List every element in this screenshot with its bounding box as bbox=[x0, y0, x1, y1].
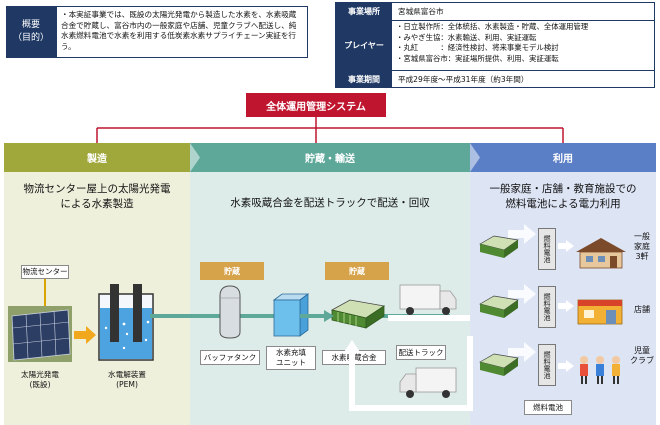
player-row: プレイヤー 日立製作所：全体統括、水素製造・貯蔵、全体運用管理 みやぎ生協：水素… bbox=[336, 21, 654, 71]
period-row: 事業期間 平成29年度～平成31年度（約3年間） bbox=[336, 71, 654, 88]
player-key: プレイヤー bbox=[336, 21, 392, 70]
solar-panel-icon bbox=[8, 306, 72, 362]
buffer-tank-label: バッファタンク bbox=[200, 350, 260, 365]
usage-caption-line1: 一般家庭・店舗・教育施設での bbox=[489, 183, 637, 195]
fuelcell-to-store-arrow bbox=[558, 300, 574, 312]
alloy-container-icon bbox=[330, 299, 386, 329]
location-row: 事業場所 宮城県富谷市 bbox=[336, 3, 654, 21]
section-arrows bbox=[190, 143, 480, 172]
fill-unit-label-line1: 水素充填 bbox=[276, 348, 306, 357]
usage-caption: 一般家庭・店舗・教育施設での 燃料電池による電力利用 bbox=[470, 182, 656, 212]
period-value: 平成29年度～平成31年度（約3年間） bbox=[398, 75, 529, 84]
overview-label-line2: （目的） bbox=[12, 33, 49, 43]
overview-bullet: 本実証事業では、既設の太陽光発電から製造した水素を、水素吸蔵合金で貯蔵し、富谷市… bbox=[61, 10, 303, 52]
fuelcell-to-house-arrow bbox=[558, 240, 574, 252]
player-item: 宮城県富谷市：実証場所提供、利用、実証運転 bbox=[396, 54, 588, 65]
electrolyzer-label: 水電解装置 (PEM) bbox=[94, 370, 160, 390]
store-icon bbox=[577, 299, 623, 325]
storage-tag-2: 貯蔵 bbox=[325, 262, 389, 280]
storage-tag-1: 貯蔵 bbox=[200, 262, 264, 280]
production-caption-line1: 物流センター屋上の太陽光発電 bbox=[23, 183, 171, 195]
fuel-cell-unit-3-label: 燃料電池 bbox=[543, 351, 551, 379]
electrolyzer-label-line1: 水電解装置 bbox=[108, 370, 146, 379]
logistics-center-label: 物流センター bbox=[21, 265, 69, 279]
buffer-tank-icon bbox=[219, 285, 241, 339]
destination-club-label: 児童 クラブ bbox=[628, 346, 656, 366]
usage-caption-line2: 燃料電池による電力利用 bbox=[505, 198, 621, 210]
solar-label-line1: 太陽光発電 bbox=[21, 370, 59, 379]
children-icon bbox=[580, 356, 620, 384]
storage-caption: 水素吸蔵合金を配送トラックで配送・回収 bbox=[230, 197, 430, 209]
destination-home-line3: 3軒 bbox=[635, 252, 649, 261]
production-caption-line2: による水素製造 bbox=[60, 198, 134, 210]
destination-home-line1: 一般 bbox=[634, 232, 650, 241]
section-production-bar: 製造 bbox=[4, 143, 190, 172]
fuel-cell-unit-1-label: 燃料電池 bbox=[543, 235, 551, 263]
solar-label-line2: (既設) bbox=[29, 380, 51, 389]
center-pointer-line bbox=[44, 279, 46, 309]
house-icon bbox=[576, 238, 626, 269]
solar-label: 太陽光発電 (既設) bbox=[10, 370, 70, 390]
fuelcell-to-club-arrow bbox=[558, 360, 574, 372]
player-list: 日立製作所：全体統括、水素製造・貯蔵、全体運用管理 みやぎ生協：水素輸送、利用、… bbox=[392, 21, 588, 70]
production-area bbox=[4, 172, 190, 425]
destination-club-line1: 児童 bbox=[634, 346, 650, 355]
electrolyzer-icon bbox=[98, 284, 154, 361]
fuel-cell-unit-1: 燃料電池 bbox=[538, 228, 556, 270]
overview-text: 本実証事業では、既設の太陽光発電から製造した水素を、水素吸蔵合金で貯蔵し、富谷市… bbox=[56, 6, 308, 58]
solar-to-pem-arrow bbox=[74, 326, 96, 344]
system-connector-lines bbox=[96, 116, 564, 143]
section-usage-bar: 利用 bbox=[470, 143, 656, 172]
project-info-table: 事業場所 宮城県富谷市 プレイヤー 日立製作所：全体統括、水素製造・貯蔵、全体運… bbox=[335, 2, 655, 88]
alloy-to-fuelcell-icon-3 bbox=[479, 342, 536, 376]
destination-store-label: 店舗 bbox=[634, 305, 650, 314]
delivery-truck-label: 配送トラック bbox=[396, 345, 446, 360]
delivery-truck-icon-lower bbox=[399, 367, 457, 398]
destination-club-line2: クラブ bbox=[630, 356, 654, 365]
location-value: 宮城県富谷市 bbox=[398, 7, 444, 16]
overview-label-line1: 概要 bbox=[21, 20, 40, 30]
location-key: 事業場所 bbox=[336, 3, 392, 20]
fill-unit-label: 水素充填 ユニット bbox=[266, 346, 316, 370]
player-item: 丸紅 ：経済性検討、将来事業モデル検討 bbox=[396, 43, 588, 54]
fuel-cell-unit-3: 燃料電池 bbox=[538, 344, 556, 386]
destination-home-line2: 家庭 bbox=[634, 242, 650, 251]
production-caption: 物流センター屋上の太陽光発電 による水素製造 bbox=[4, 182, 190, 212]
delivery-truck-icon-upper bbox=[399, 284, 457, 315]
fuel-cell-unit-2-label: 燃料電池 bbox=[543, 293, 551, 321]
alloy-to-fuelcell-icon-1 bbox=[479, 224, 536, 258]
fill-unit-label-line2: ユニット bbox=[276, 358, 306, 367]
overview-label: 概要 （目的） bbox=[6, 6, 56, 58]
section-storage-bar: 貯蔵・輸送 bbox=[190, 143, 470, 172]
alloy-to-fuelcell-icon-2 bbox=[479, 284, 536, 318]
player-item: 日立製作所：全体統括、水素製造・貯蔵、全体運用管理 bbox=[396, 22, 588, 33]
overall-management-system: 全体運用管理システム bbox=[246, 93, 386, 117]
fuel-cell-caption: 燃料電池 bbox=[524, 400, 572, 415]
player-item: みやぎ生協：水素輸送、利用、実証運転 bbox=[396, 33, 588, 44]
period-key: 事業期間 bbox=[336, 71, 392, 88]
destination-home-label: 一般 家庭 3軒 bbox=[628, 232, 656, 262]
fuel-cell-unit-2: 燃料電池 bbox=[538, 286, 556, 328]
electrolyzer-label-line2: (PEM) bbox=[116, 380, 138, 389]
